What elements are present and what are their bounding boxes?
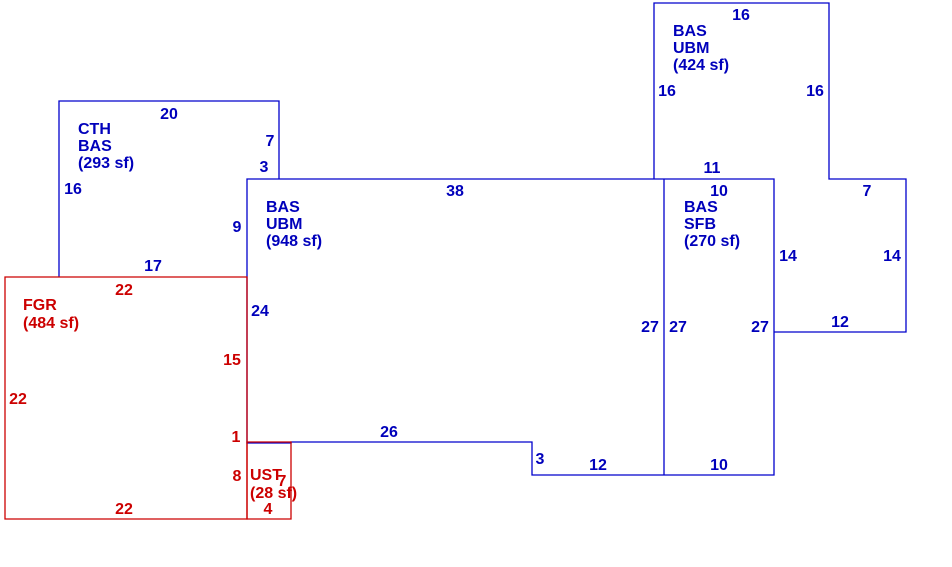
dim-fgr-right-upper: 15 (223, 352, 241, 369)
area-label-bas-ubm-top: BAS UBM (424 sf) (673, 23, 729, 74)
dim-top-wing-left: 16 (658, 83, 676, 100)
area-label-bas-sfb: BAS SFB (270 sf) (684, 199, 740, 250)
dim-east-top: 7 (863, 183, 872, 200)
dim-cth-right-step: 3 (260, 159, 269, 176)
main-outline (246, 178, 775, 476)
dim-fgr-top: 22 (115, 282, 133, 299)
dim-top-wing-right: 16 (806, 83, 824, 100)
dim-top-wing-top: 16 (732, 7, 750, 24)
dim-fgr-bottom: 22 (115, 501, 133, 518)
area-label-cth-bas: CTH BAS (293 sf) (78, 121, 134, 172)
dim-main-right: 27 (641, 319, 659, 336)
dim-cth-top: 20 (160, 106, 178, 123)
dim-cth-left: 16 (64, 181, 82, 198)
dim-sfb-bottom: 10 (710, 457, 728, 474)
dim-main-top: 38 (446, 183, 464, 200)
dim-sfb-left: 27 (669, 319, 687, 336)
dim-main-left-upper: 9 (233, 219, 242, 236)
dim-east-left: 14 (779, 248, 797, 265)
dim-ust-left: 8 (233, 468, 242, 485)
dim-sfb-top: 10 (710, 183, 728, 200)
dim-ust-bottom: 4 (264, 501, 273, 518)
cth-outline (58, 100, 280, 277)
dim-main-bottom-step: 3 (536, 451, 545, 468)
dim-top-wing-bottom: 11 (704, 160, 721, 177)
dim-sfb-right: 27 (751, 319, 769, 336)
dim-fgr-right-step: 1 (232, 429, 241, 446)
dim-east-bottom: 12 (831, 314, 849, 331)
ust-outline (246, 441, 292, 520)
area-label-bas-ubm-main: BAS UBM (948 sf) (266, 199, 322, 250)
dim-east-right: 14 (883, 248, 901, 265)
dim-main-left-lower: 24 (251, 303, 269, 320)
dim-ust-right: 7 (278, 473, 287, 490)
top-wing-outline (653, 2, 907, 333)
dim-main-bottom-short: 12 (589, 457, 607, 474)
dim-cth-right-upper: 7 (266, 133, 275, 150)
dim-cth-bottom: 17 (144, 258, 162, 275)
area-label-ust: UST (28 sf) (250, 467, 297, 502)
dim-main-bottom-long: 26 (380, 424, 398, 441)
dim-fgr-left: 22 (9, 391, 27, 408)
area-label-fgr: FGR (484 sf) (23, 297, 79, 332)
